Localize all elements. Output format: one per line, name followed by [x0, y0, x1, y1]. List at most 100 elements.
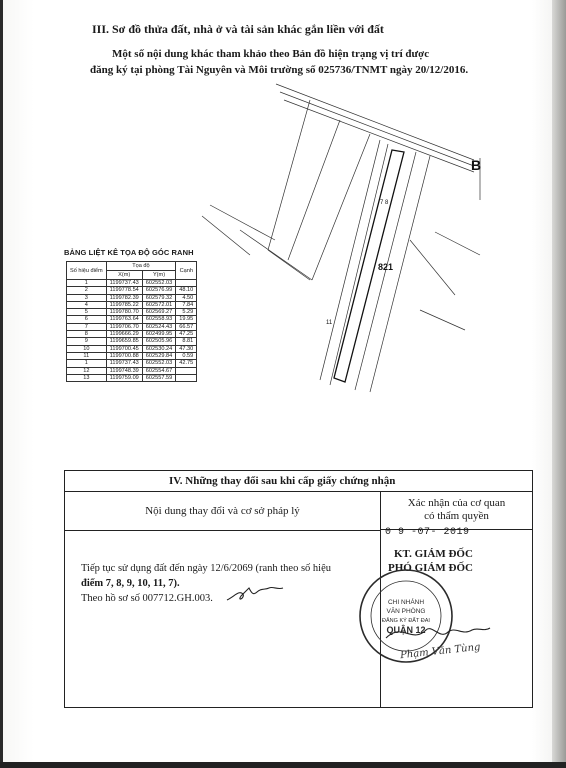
lot-line — [319, 139, 381, 381]
coord-edge: 4.50 — [175, 293, 198, 302]
coord-x: 1199666.29 — [105, 330, 143, 339]
changes-body-cell — [65, 531, 381, 707]
coord-y: 602558.93 — [141, 315, 177, 324]
coord-x: 1199778.54 — [105, 286, 143, 295]
coord-x: 1199706.70 — [105, 322, 143, 332]
coord-x: 1199780.70 — [105, 308, 143, 317]
road-line — [283, 99, 475, 173]
coordinate-table-title: BẢNG LIỆT KÊ TỌA ĐỘ GÓC RANH — [64, 248, 194, 257]
lot-line — [267, 99, 311, 251]
coord-point: 1 — [66, 278, 107, 288]
lot-line — [369, 155, 431, 393]
coord-edge: 8.81 — [175, 337, 198, 346]
point-label-11: 11 — [326, 320, 333, 326]
coord-point: 4 — [66, 300, 107, 310]
section-4-table: IV. Những thay đổi sau khi cấp giấy chứn… — [64, 470, 533, 708]
lot-line — [201, 215, 251, 256]
lot-line — [409, 239, 456, 296]
parcel-boundary — [333, 149, 405, 383]
coord-point: 12 — [66, 366, 107, 375]
header-coord: Tọa độ — [105, 261, 177, 271]
lot-line — [419, 309, 466, 331]
coord-point: 3 — [66, 293, 107, 302]
stamp-line-1: CHI NHÁNH — [388, 597, 424, 606]
coord-y: 602579.32 — [141, 293, 177, 302]
parcel-plan-diagram: B 821 11 7 8 — [201, 83, 481, 393]
lot-line — [287, 119, 341, 261]
coord-x: 1199763.64 — [105, 315, 143, 324]
coord-edge — [175, 366, 198, 375]
coord-x: 1199748.39 — [105, 366, 143, 375]
confirmation-role-2: PHÓ GIÁM ĐỐC — [388, 562, 473, 574]
road-line — [275, 83, 475, 161]
coord-edge — [175, 373, 198, 383]
coord-point: 11 — [66, 351, 107, 361]
lot-line — [354, 151, 417, 391]
coord-edge: 42.75 — [175, 359, 198, 368]
confirmation-column-header: Xác nhận của cơ quan có thẩm quyền — [381, 492, 532, 530]
coord-y: 602576.99 — [141, 286, 177, 295]
confirmation-header-line-1: Xác nhận của cơ quan — [407, 497, 506, 509]
reference-line-1: Một số nội dung khác tham khảo theo Bản … — [112, 48, 430, 60]
coord-edge: 66.57 — [175, 322, 198, 332]
coord-x: 1199782.39 — [105, 293, 143, 302]
coord-x: 1199785.22 — [105, 300, 143, 310]
coord-y: 602554.67 — [141, 366, 177, 375]
coord-point: 8 — [66, 330, 107, 339]
confirmation-date: 0 9 -07- 2019 — [385, 527, 470, 538]
scan-edge-left — [0, 0, 3, 768]
coord-x: 1199737.43 — [105, 359, 143, 368]
coord-y: 602524.43 — [141, 322, 177, 332]
change-text-line-2: điểm 7, 8, 9, 10, 11, 7). — [81, 578, 180, 589]
official-signature — [385, 627, 491, 639]
coord-point: 1 — [66, 359, 107, 368]
coord-point: 7 — [66, 322, 107, 332]
coord-x: 1199759.09 — [105, 373, 143, 383]
coord-y: 602499.95 — [141, 330, 177, 339]
coord-edge: 47.25 — [175, 330, 198, 339]
stamp-line-4: QUẬN 12 — [386, 624, 425, 635]
lot-line — [311, 133, 371, 281]
initials-signature — [226, 586, 284, 601]
coord-y: 602569.27 — [141, 308, 177, 317]
coord-edge: 7.84 — [175, 300, 198, 310]
coord-x: 1199737.43 — [105, 278, 143, 288]
coord-point: 9 — [66, 337, 107, 346]
stamp-line-3: ĐĂNG KÝ ĐẤT ĐAI — [382, 617, 430, 624]
change-text-line-1: Tiếp tục sử dụng đất đến ngày 12/6/2069 … — [81, 563, 331, 574]
coord-edge — [175, 278, 198, 288]
header-x: X(m) — [105, 270, 143, 280]
coord-y: 602552.03 — [141, 278, 177, 288]
coord-x: 1199700.45 — [105, 344, 143, 353]
direction-label: B — [471, 157, 481, 173]
coord-edge: 48.10 — [175, 286, 198, 295]
lot-line — [239, 229, 313, 281]
reference-line-2: đăng ký tại phòng Tài Nguyên và Môi trườ… — [90, 64, 469, 76]
road-line — [279, 91, 475, 167]
coord-y: 602552.03 — [141, 359, 177, 368]
coord-point: 5 — [66, 308, 107, 317]
section-4-title: IV. Những thay đổi sau khi cấp giấy chứn… — [65, 471, 532, 492]
header-point: Số hiệu điểm — [66, 261, 107, 280]
coord-point: 10 — [66, 344, 107, 353]
coord-edge: 0.59 — [175, 351, 198, 361]
lot-line — [209, 204, 276, 241]
scan-edge-bottom — [0, 762, 566, 768]
header-y: Y(m) — [141, 270, 177, 280]
stamp-line-2: VĂN PHÒNG — [386, 606, 425, 615]
parcel-number: 821 — [378, 262, 393, 272]
coord-y: 602505.96 — [141, 337, 177, 346]
coord-y: 602530.24 — [141, 344, 177, 353]
